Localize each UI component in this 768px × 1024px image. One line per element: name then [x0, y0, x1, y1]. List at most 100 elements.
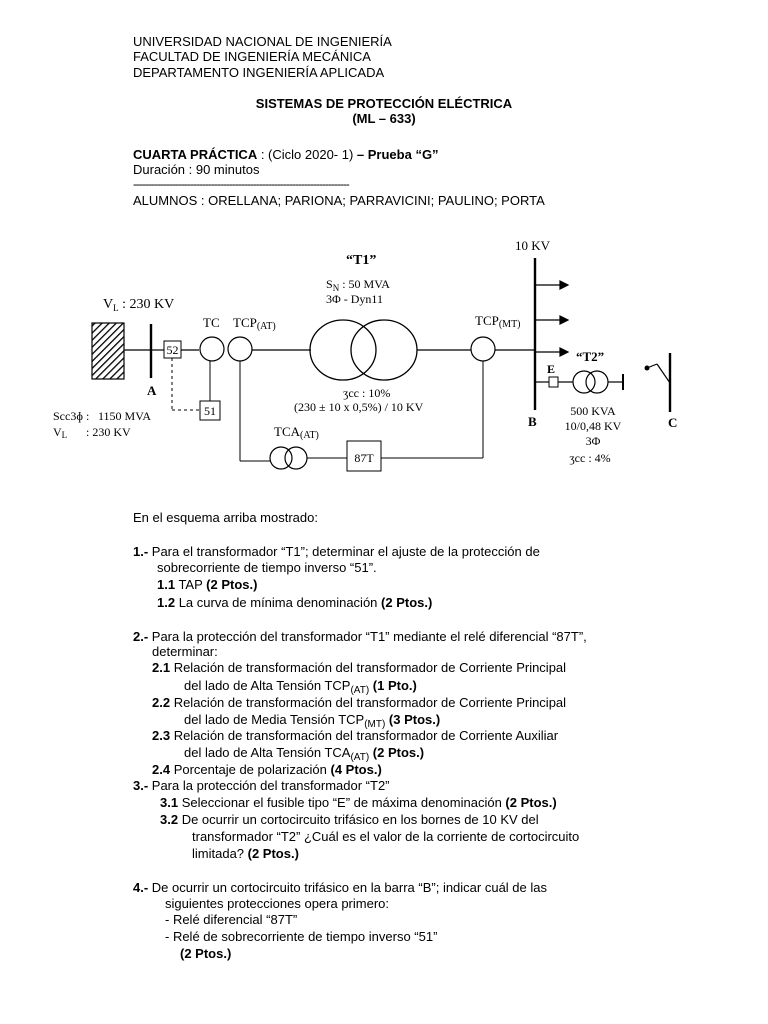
- practice-line: CUARTA PRÁCTICA : (Ciclo 2020- 1) – Prue…: [133, 147, 439, 163]
- q4-number: 4.-: [133, 880, 149, 895]
- q2-3-line-2: del lado de Alta Tensión TCA(AT) (2 Ptos…: [184, 745, 424, 766]
- label-51: 51: [204, 404, 216, 418]
- ct-tc-symbol: [199, 336, 225, 362]
- q2-1-number: 2.1: [152, 660, 171, 675]
- q2-1-text-1: Relación de transformación del transform…: [170, 660, 567, 675]
- feeder-arrows: [535, 280, 570, 357]
- t2-secondary-winding: [585, 370, 609, 394]
- tca-primary-winding: [269, 446, 293, 470]
- question-2-2: 2.2 Relación de transformación del trans…: [152, 695, 566, 711]
- label-t1-sn: SN : 50 MVA: [326, 277, 390, 293]
- q1-text-1: Para el transformador “T1”; determinar e…: [148, 544, 540, 559]
- q3-text: Para la protección del transformador “T2…: [148, 778, 390, 793]
- t2-primary-winding: [572, 370, 596, 394]
- label-vl-top: VL : 230 KV: [103, 297, 174, 313]
- label-tca: TCA(AT): [274, 424, 319, 441]
- practice-name: CUARTA PRÁCTICA: [133, 147, 258, 162]
- label-t1-title: “T1”: [346, 253, 376, 268]
- question-4: 4.- De ocurrir un cortocircuito trifásic…: [133, 880, 547, 896]
- label-t2-title: “T2”: [576, 349, 604, 364]
- label-scc: Scc3ɸ :: [53, 409, 89, 423]
- label-t2-phase: 3Φ: [586, 434, 601, 448]
- label-tcp-at: TCP(AT): [233, 315, 276, 332]
- label-scc-value: 1150 MVA: [98, 409, 151, 423]
- q2-2-number: 2.2: [152, 695, 171, 710]
- label-t1-taps: (230 ± 10 x 0,5%) / 10 KV: [294, 400, 424, 414]
- label-vl-bottom: VL: [53, 425, 67, 440]
- label-bus-a: A: [147, 383, 157, 398]
- practice-test: – Prueba “G”: [353, 147, 439, 162]
- label-52: 52: [167, 343, 179, 357]
- q3-2-text-3: limitada?: [192, 846, 248, 861]
- q4-points: (2 Ptos.): [180, 946, 232, 961]
- question-2: 2.- Para la protección del transformador…: [133, 629, 587, 645]
- question-2-3: 2.3 Relación de transformación del trans…: [152, 728, 558, 744]
- q2-1-sub: (AT): [350, 685, 370, 696]
- q3-1-points: (2 Ptos.): [505, 795, 557, 810]
- q4-option-1: - Relé diferencial “87T”: [165, 912, 298, 927]
- students: ALUMNOS : ORELLANA; PARIONA; PARRAVICINI…: [133, 193, 545, 208]
- q3-1-text: Seleccionar el fusible tipo “E” de máxim…: [178, 795, 506, 810]
- q1-1-points: (2 Ptos.): [206, 577, 258, 592]
- q2-text-2: determinar:: [152, 644, 218, 659]
- q3-2-text-2: transformador “T2” ¿Cuál es el valor de …: [192, 829, 580, 844]
- q3-2-text-1: De ocurrir un cortocircuito trifásico en…: [178, 812, 539, 827]
- label-tc: TC: [203, 315, 220, 330]
- label-t2-zcc: ʒcc : 4%: [569, 451, 610, 465]
- single-line-diagram: 10 KV “T1” SN : 50 MVA 3Φ - Dyn11 VL : 2…: [53, 238, 677, 472]
- q3-2-line-3: limitada? (2 Ptos.): [192, 846, 299, 862]
- q2-3-text-1: Relación de transformación del transform…: [170, 728, 559, 743]
- q2-2-points: (3 Ptos.): [385, 712, 441, 727]
- label-t1-zcc: ʒcc : 10%: [343, 386, 390, 400]
- source-hatched-box: [91, 322, 125, 380]
- q4-option-2: - Relé de sobrecorriente de tiempo inver…: [165, 929, 438, 944]
- q2-1-points: (1 Pto.): [369, 678, 417, 693]
- q2-4-text: Porcentaje de polarización: [170, 762, 331, 777]
- q2-1-line-2: del lado de Alta Tensión TCP(AT) (1 Pto.…: [184, 678, 417, 699]
- q1-2-number: 1.2: [157, 595, 176, 610]
- questions-intro: En el esquema arriba mostrado:: [133, 510, 318, 525]
- label-bus-c: C: [668, 415, 677, 430]
- question-3-2: 3.2 De ocurrir un cortocircuito trifásic…: [160, 812, 539, 828]
- q2-3-number: 2.3: [152, 728, 171, 743]
- q3-number: 3.-: [133, 778, 149, 793]
- label-bus-b: B: [528, 414, 537, 429]
- label-fuse-e: E: [547, 362, 555, 376]
- q2-3-points: (2 Ptos.): [369, 745, 425, 760]
- label-t2-ratio: 10/0,48 KV: [565, 419, 622, 433]
- q3-2-number: 3.2: [160, 812, 179, 827]
- ct-tcp-mt-symbol: [470, 336, 496, 362]
- ct-tcp-at-symbol: [227, 336, 253, 362]
- q2-3-text-2: del lado de Alta Tensión TCA: [184, 745, 351, 760]
- q3-1-number: 3.1: [160, 795, 179, 810]
- label-87t: 87T: [354, 451, 374, 465]
- question-3: 3.- Para la protección del transformador…: [133, 778, 390, 794]
- q2-2-line-2: del lado de Media Tensión TCP(MT) (3 Pto…: [184, 712, 440, 733]
- label-t1-conn: 3Φ - Dyn11: [326, 292, 383, 306]
- course-code: (ML – 633): [352, 111, 416, 126]
- question-1-1: 1.1 TAP (2 Ptos.): [157, 577, 257, 593]
- q1-text-2: sobrecorriente de tiempo inverso “51”.: [157, 560, 377, 575]
- q2-1-text-2: del lado de Alta Tensión TCP: [184, 678, 351, 693]
- label-10kv: 10 KV: [515, 238, 551, 253]
- question-1-2: 1.2 La curva de mínima denominación (2 P…: [157, 595, 432, 611]
- switch-c-contact: [644, 365, 650, 371]
- q2-4-points: (4 Ptos.): [330, 762, 382, 777]
- switch-c-blade-2: [656, 363, 671, 384]
- question-2-4: 2.4 Porcentaje de polarización (4 Ptos.): [152, 762, 382, 778]
- q1-1-number: 1.1: [157, 577, 176, 592]
- q2-4-number: 2.4: [152, 762, 171, 777]
- q1-1-text: TAP: [175, 577, 207, 592]
- course-title: SISTEMAS DE PROTECCIÓN ELÉCTRICA: [255, 96, 513, 111]
- q4-text-2: siguientes protecciones opera primero:: [165, 896, 390, 911]
- question-1: 1.- Para el transformador “T1”; determin…: [133, 544, 540, 560]
- separator-line: ----------------------------------------…: [133, 177, 350, 191]
- q3-2-points: (2 Ptos.): [247, 846, 299, 861]
- university-name: UNIVERSIDAD NACIONAL DE INGENIERÍA: [133, 34, 392, 49]
- faculty-name: FACULTAD DE INGENIERÍA MECÁNICA: [133, 49, 371, 64]
- q2-number: 2.-: [133, 629, 149, 644]
- label-vl-bottom-value: : 230 KV: [86, 425, 131, 439]
- question-3-1: 3.1 Seleccionar el fusible tipo “E” de m…: [160, 795, 557, 811]
- q2-2-text-2: del lado de Media Tensión TCP: [184, 712, 365, 727]
- label-tcp-mt: TCP(MT): [475, 313, 521, 330]
